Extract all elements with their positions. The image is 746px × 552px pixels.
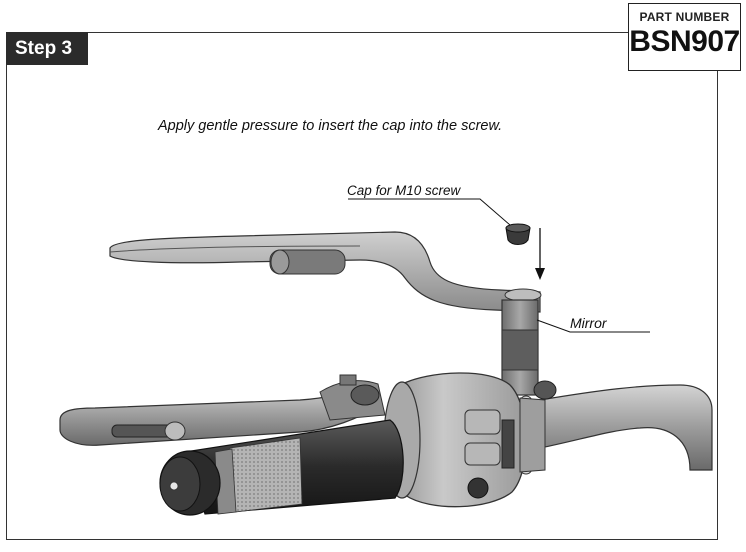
switch-housing <box>383 372 546 508</box>
mirror-callout-label: Mirror <box>570 315 607 331</box>
mirror-arm <box>109 231 542 313</box>
cap-leader-line <box>348 198 511 226</box>
m10-screw-cap <box>505 223 531 245</box>
part-number-label: PART NUMBER <box>639 10 730 24</box>
step-label: Step 3 <box>15 38 73 59</box>
handlebar-tube <box>539 384 713 471</box>
mirror-leader-line <box>536 319 650 333</box>
part-number-value: BSN907 <box>629 25 740 58</box>
brake-lever <box>59 374 386 446</box>
instruction-frame <box>6 32 718 540</box>
part-number-box: PART NUMBER BSN907 <box>628 3 741 71</box>
cap-callout-label: Cap for M10 screw <box>347 183 461 198</box>
handle-grip <box>159 419 404 516</box>
mirror-stem <box>501 299 557 400</box>
insert-direction-arrow <box>535 228 545 280</box>
step-badge: Step 3 <box>6 32 88 65</box>
instruction-text: Apply gentle pressure to insert the cap … <box>158 118 503 134</box>
